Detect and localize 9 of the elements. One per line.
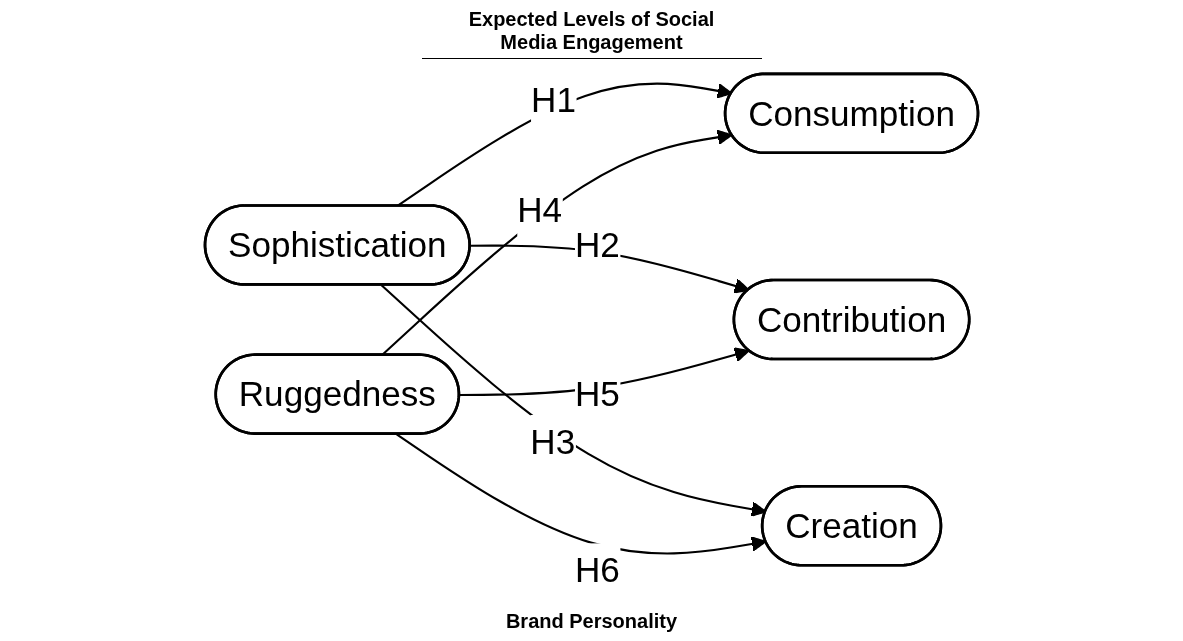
edge-label: H2 <box>574 225 620 265</box>
edge-label: H5 <box>574 374 620 414</box>
group-label: Brand Personality <box>505 610 678 633</box>
edge-label: H1 <box>531 80 576 119</box>
edge-label: H4 <box>517 190 563 230</box>
diagram-title: Expected Levels of Social Media Engagement <box>421 8 762 59</box>
arrow <box>396 433 767 555</box>
edge-label: H6 <box>574 550 620 589</box>
edge-label: H3 <box>530 421 576 461</box>
